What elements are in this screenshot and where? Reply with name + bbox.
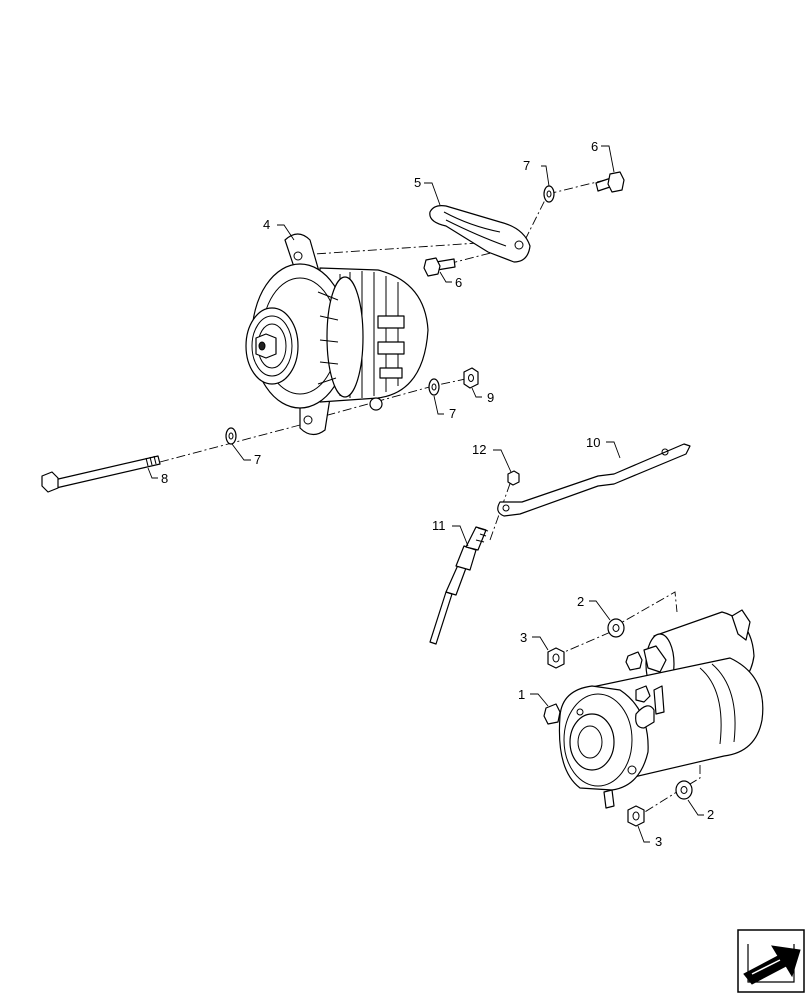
adjusting-bracket bbox=[429, 205, 531, 263]
callout-2-lower: 2 bbox=[707, 807, 714, 822]
callout-7-middle: 7 bbox=[449, 406, 456, 421]
alternator bbox=[245, 233, 429, 436]
nut-alternator bbox=[463, 367, 479, 389]
callout-3-lower: 3 bbox=[655, 834, 662, 849]
washer-upper bbox=[543, 185, 555, 203]
bolt-lower bbox=[423, 257, 456, 277]
callout-11: 11 bbox=[432, 518, 446, 533]
callout-7-lower: 7 bbox=[254, 452, 261, 467]
washer-middle bbox=[428, 378, 440, 396]
callout-7-upper: 7 bbox=[523, 158, 530, 173]
starter-washer-upper bbox=[607, 618, 625, 638]
glow-plug bbox=[429, 526, 489, 645]
callout-9: 9 bbox=[487, 390, 494, 405]
leader-lines bbox=[147, 145, 704, 843]
callout-labels: 1 2 2 3 3 4 5 6 6 7 7 7 8 9 10 11 12 bbox=[161, 139, 714, 849]
starter-nut-upper bbox=[547, 647, 565, 669]
connector-strip bbox=[497, 443, 691, 517]
callout-2-upper: 2 bbox=[577, 594, 584, 609]
callout-6-lower: 6 bbox=[455, 275, 462, 290]
bolt-upper bbox=[595, 171, 625, 193]
callout-12: 12 bbox=[472, 442, 486, 457]
callout-10: 10 bbox=[586, 435, 600, 450]
callout-1: 1 bbox=[518, 687, 525, 702]
starter-washer-lower bbox=[675, 780, 693, 800]
glow-plug-nut bbox=[507, 470, 520, 486]
starter-nut-lower bbox=[627, 805, 645, 827]
callout-5: 5 bbox=[414, 175, 421, 190]
long-bolt bbox=[41, 455, 161, 493]
washer-lower bbox=[225, 427, 237, 445]
callout-4: 4 bbox=[263, 217, 270, 232]
next-page-arrow-icon[interactable] bbox=[737, 929, 805, 993]
callout-6-upper: 6 bbox=[591, 139, 598, 154]
starter-motor bbox=[543, 609, 764, 809]
callout-8: 8 bbox=[161, 471, 168, 486]
callout-3-upper: 3 bbox=[520, 630, 527, 645]
